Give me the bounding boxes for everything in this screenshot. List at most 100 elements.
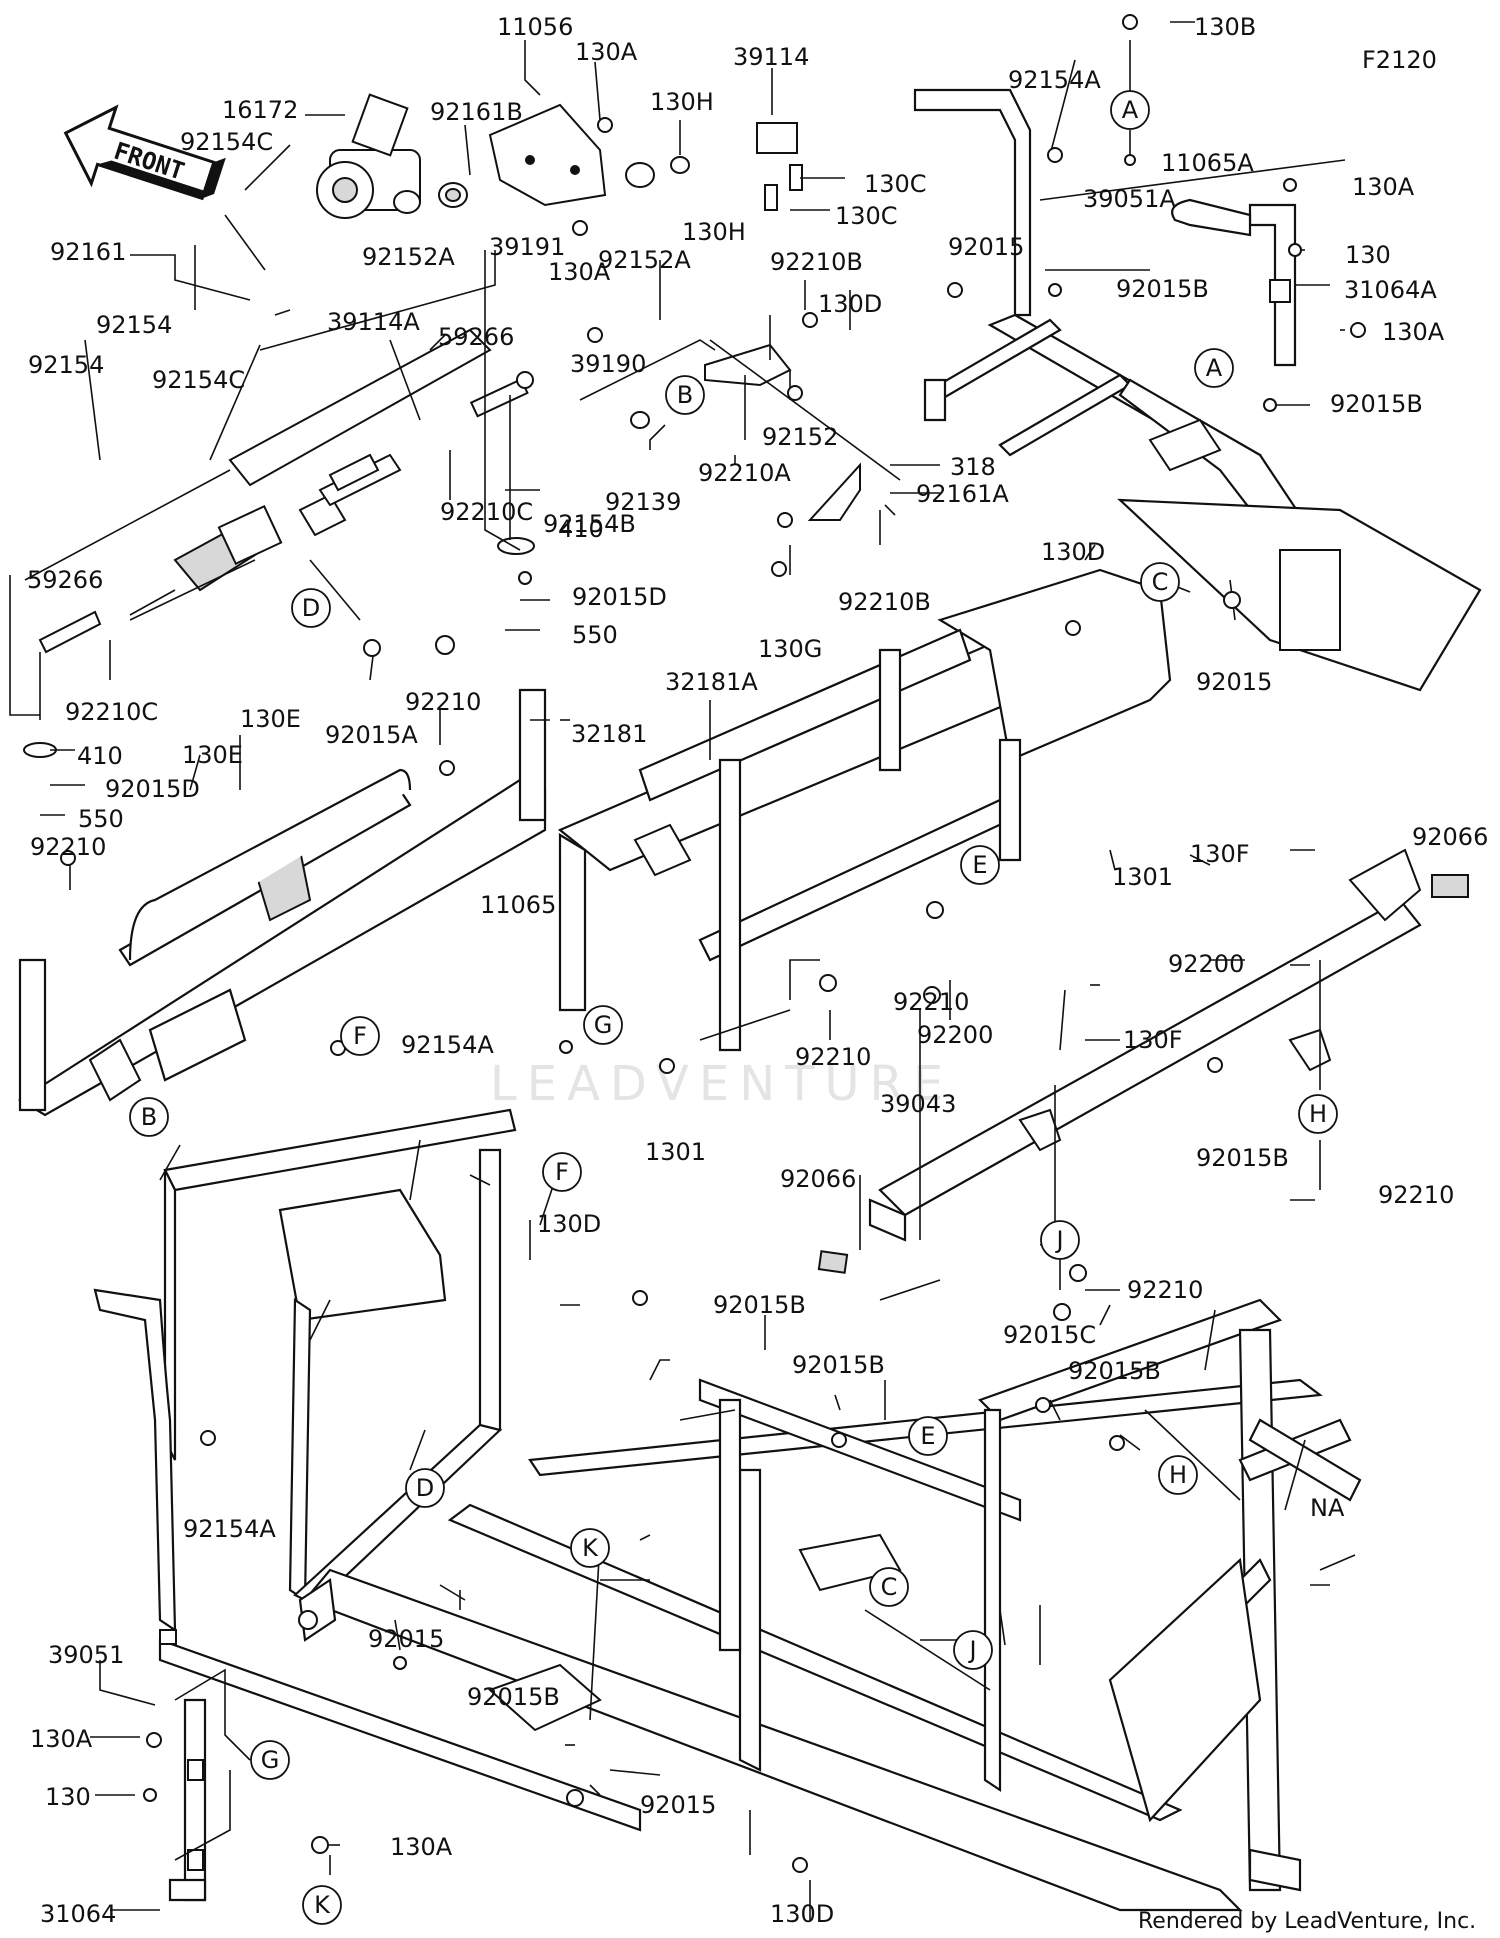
label-92154-2: 92154 <box>28 351 104 379</box>
callout-A: A <box>1110 90 1150 130</box>
label-92210: 92210 <box>405 688 481 716</box>
callout-E: E <box>908 1416 948 1456</box>
mount-bracket-11056 <box>488 103 607 207</box>
label-130H-2: 130H <box>682 218 746 246</box>
label-92210B: 92210B <box>770 248 863 276</box>
label-130E: 130E <box>240 705 301 733</box>
front-arrow-icon: FRONT <box>63 104 226 201</box>
crossmember-39043 <box>817 848 1469 1274</box>
label-92161B: 92161B <box>430 98 523 126</box>
label-92015D-2: 92015D <box>105 775 200 803</box>
label-130A-2: 130A <box>1352 173 1415 201</box>
svg-text:B: B <box>677 381 693 409</box>
callout-H: H <box>1158 1455 1198 1495</box>
label-130C-2: 130C <box>835 202 898 230</box>
label-92139: 92139 <box>605 488 681 516</box>
callout-B: B <box>665 375 705 415</box>
callout-K: K <box>302 1885 342 1925</box>
svg-text:E: E <box>972 851 987 879</box>
label-32181A: 32181A <box>665 668 758 696</box>
label-92152A: 92152A <box>362 243 455 271</box>
svg-text:G: G <box>594 1011 613 1039</box>
watermark: LEADVENTURE <box>490 1056 953 1112</box>
callout-K: K <box>570 1528 610 1568</box>
label-NA: NA <box>1310 1494 1345 1522</box>
label-92015B-2: 92015B <box>1330 390 1423 418</box>
label-130A-3: 130A <box>548 258 611 286</box>
label-130F-2: 130F <box>1123 1026 1183 1054</box>
label-130A-4: 130A <box>1382 318 1445 346</box>
sensor-bracket-39114 <box>756 122 803 211</box>
label-92015: 92015 <box>948 233 1024 261</box>
label-130: 130 <box>1345 241 1391 269</box>
part-labels: 11056 130A 39114 130B 16172 92161B 130H … <box>27 13 1488 1928</box>
svg-text:D: D <box>302 594 320 622</box>
label-59266-2: 59266 <box>27 566 103 594</box>
label-31064A: 31064A <box>1344 276 1437 304</box>
callout-C: C <box>1140 562 1180 602</box>
label-92015-4: 92015 <box>640 1791 716 1819</box>
frame-39051 <box>93 1288 642 1832</box>
label-11065A: 11065A <box>1161 149 1254 177</box>
steering-rack-assembly <box>129 328 492 616</box>
label-92066-2: 92066 <box>780 1165 856 1193</box>
label-92154C: 92154C <box>180 128 273 156</box>
label-130A-5: 130A <box>30 1725 93 1753</box>
callout-E: E <box>960 845 1000 885</box>
reference-callouts: A A B B C C D D E E F F G G H H J J K K <box>129 90 1338 1925</box>
svg-text:E: E <box>920 1422 935 1450</box>
label-92210C-2: 92210C <box>65 698 158 726</box>
label-31064: 31064 <box>40 1900 116 1928</box>
label-39051A: 39051A <box>1083 185 1176 213</box>
label-410-2: 410 <box>77 742 123 770</box>
label-92015C: 92015C <box>1003 1321 1096 1349</box>
label-130A-6: 130A <box>390 1833 453 1861</box>
svg-text:H: H <box>1169 1461 1187 1489</box>
label-130C: 130C <box>864 170 927 198</box>
label-92210-6: 92210 <box>1127 1276 1203 1304</box>
callout-F: F <box>340 1016 380 1056</box>
label-39043: 39043 <box>880 1090 956 1118</box>
label-92210-4: 92210 <box>795 1043 871 1071</box>
label-550-2: 550 <box>78 805 124 833</box>
label-92015-3: 92015 <box>368 1625 444 1653</box>
svg-text:A: A <box>1206 354 1223 382</box>
svg-text:F: F <box>555 1158 569 1186</box>
label-92200: 92200 <box>1168 950 1244 978</box>
label-11065: 11065 <box>480 891 556 919</box>
svg-text:K: K <box>314 1891 331 1919</box>
label-39191: 39191 <box>489 233 565 261</box>
label-130D: 130D <box>818 290 882 318</box>
credit-text: Rendered by LeadVenture, Inc. <box>1138 1909 1476 1934</box>
callout-F: F <box>542 1152 582 1192</box>
label-550: 550 <box>572 621 618 649</box>
label-92152: 92152 <box>762 423 838 451</box>
label-92066: 92066 <box>1412 823 1488 851</box>
fastener-markers <box>60 14 1366 1873</box>
bracket-31064 <box>168 1698 207 1902</box>
label-130D-2: 130D <box>1041 538 1105 566</box>
label-130E-2: 130E <box>182 741 243 769</box>
label-130D-3: 130D <box>537 1210 601 1238</box>
label-92015B-5: 92015B <box>792 1351 885 1379</box>
label-92015B-4: 92015B <box>713 1291 806 1319</box>
label-92154A-2: 92154A <box>401 1031 494 1059</box>
svg-text:B: B <box>141 1103 157 1131</box>
bracket-39190 <box>704 343 861 521</box>
label-92210-2: 92210 <box>30 833 106 861</box>
frame-39051A <box>913 88 1482 692</box>
callout-G: G <box>583 1005 623 1045</box>
svg-text:D: D <box>416 1474 434 1502</box>
callout-J: J <box>1040 1220 1080 1260</box>
label-92015B: 92015B <box>1116 275 1209 303</box>
label-92161: 92161 <box>50 238 126 266</box>
label-1301-2: 1301 <box>645 1138 706 1166</box>
label-59266: 59266 <box>438 323 514 351</box>
label-318: 318 <box>950 453 996 481</box>
svg-text:H: H <box>1309 1100 1327 1128</box>
label-92015B-7: 92015B <box>467 1683 560 1711</box>
label-410: 410 <box>558 515 604 543</box>
label-39114: 39114 <box>733 43 809 71</box>
svg-text:A: A <box>1122 96 1139 124</box>
